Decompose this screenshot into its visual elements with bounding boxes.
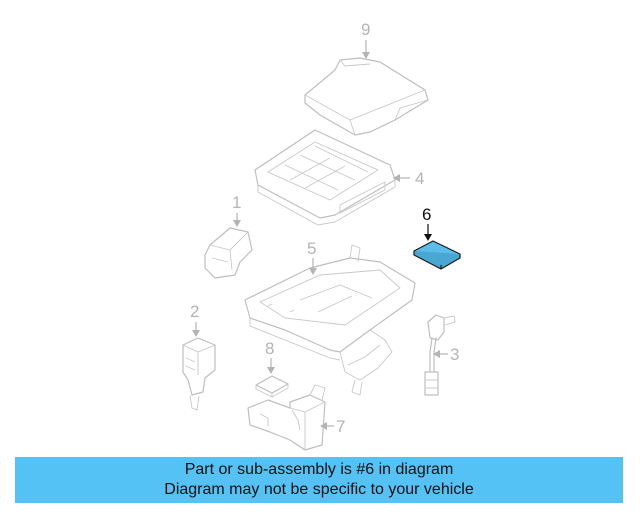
part-3-cable-sensor[interactable] xyxy=(424,314,456,396)
part-5-bracket[interactable] xyxy=(244,244,416,396)
part-6-highlighted[interactable] xyxy=(413,240,461,270)
leader-3-arrow xyxy=(433,350,440,358)
callout-3[interactable]: 3 xyxy=(450,345,459,364)
callout-5[interactable]: 5 xyxy=(307,239,316,258)
callout-8[interactable]: 8 xyxy=(265,339,274,358)
callout-6[interactable]: 6 xyxy=(422,205,431,224)
parts-diagram: 9 4 1 6 5 xyxy=(182,20,461,451)
leader-7-arrow xyxy=(320,422,327,430)
banner-line-disclaimer: Diagram may not be specific to your vehi… xyxy=(164,481,474,498)
callout-7[interactable]: 7 xyxy=(336,417,345,436)
leader-4-arrow xyxy=(393,174,400,182)
banner-line-part: Part or sub-assembly is #6 in diagram xyxy=(184,461,454,478)
leader-9-arrow xyxy=(362,52,370,59)
leader-2-arrow xyxy=(192,330,200,337)
part-4-control-module[interactable] xyxy=(254,129,396,226)
part-2-sensor[interactable] xyxy=(182,337,216,411)
leader-5-arrow xyxy=(309,268,317,275)
part-8-small-module[interactable] xyxy=(255,375,289,398)
leader-1-arrow xyxy=(233,220,241,227)
info-banner: Part or sub-assembly is #6 in diagram Di… xyxy=(15,457,623,503)
leader-8-arrow xyxy=(267,367,275,374)
part-6-edge xyxy=(413,251,461,270)
callout-2[interactable]: 2 xyxy=(190,302,199,321)
part-1-sensor[interactable] xyxy=(204,227,253,279)
part-7-bracket[interactable] xyxy=(247,384,326,451)
leader-6-arrow xyxy=(424,234,432,241)
part-9-cover[interactable] xyxy=(304,57,429,136)
callout-1[interactable]: 1 xyxy=(232,193,241,212)
callout-4[interactable]: 4 xyxy=(415,169,424,188)
callout-9[interactable]: 9 xyxy=(361,20,370,39)
